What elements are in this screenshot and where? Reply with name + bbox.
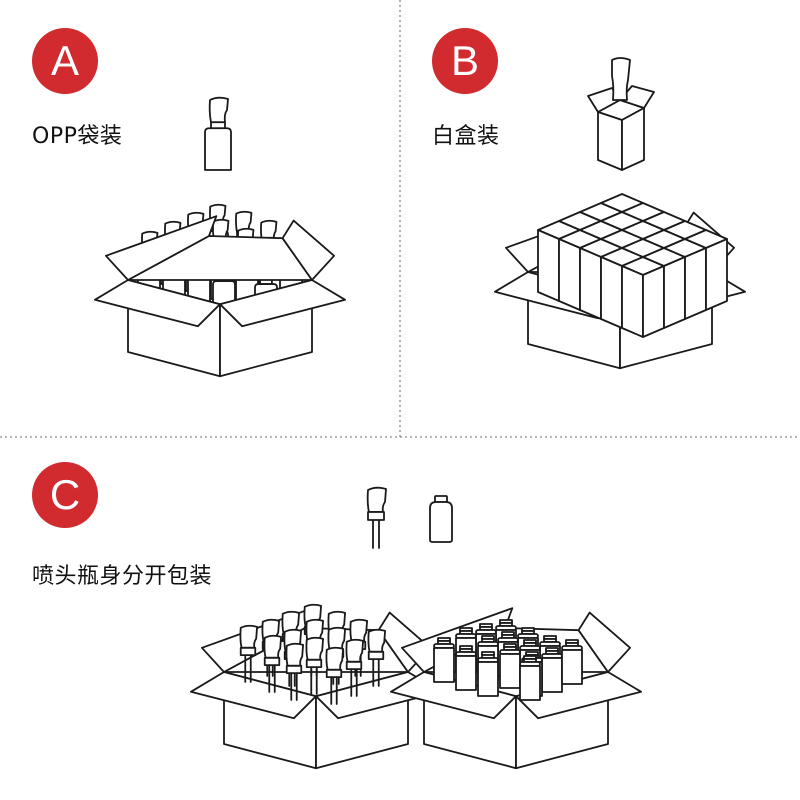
spray-bottle-icon [204, 96, 232, 171]
label-b: 白盒装 [432, 124, 500, 149]
label-c: 喷头瓶身分开包装 [32, 564, 213, 589]
label-a: OPP袋装 [32, 124, 123, 149]
white-boxes-grid-icon [537, 193, 728, 338]
badge-a: A [32, 28, 98, 94]
badge-c-letter: C [49, 471, 81, 518]
badge-a-letter: A [50, 37, 79, 84]
badge-b: B [432, 28, 498, 94]
boxed-bottle-icon [587, 57, 655, 171]
badge-b-letter: B [450, 37, 479, 84]
bottle-bodies-grid-icon [433, 619, 583, 701]
bottle-body-icon [429, 495, 453, 543]
spray-nozzle-icon [366, 486, 387, 549]
badge-c: C [32, 462, 98, 528]
illustrations [93, 57, 747, 770]
nozzles-grid-icon [239, 603, 386, 705]
open-carton-icon [93, 215, 347, 378]
